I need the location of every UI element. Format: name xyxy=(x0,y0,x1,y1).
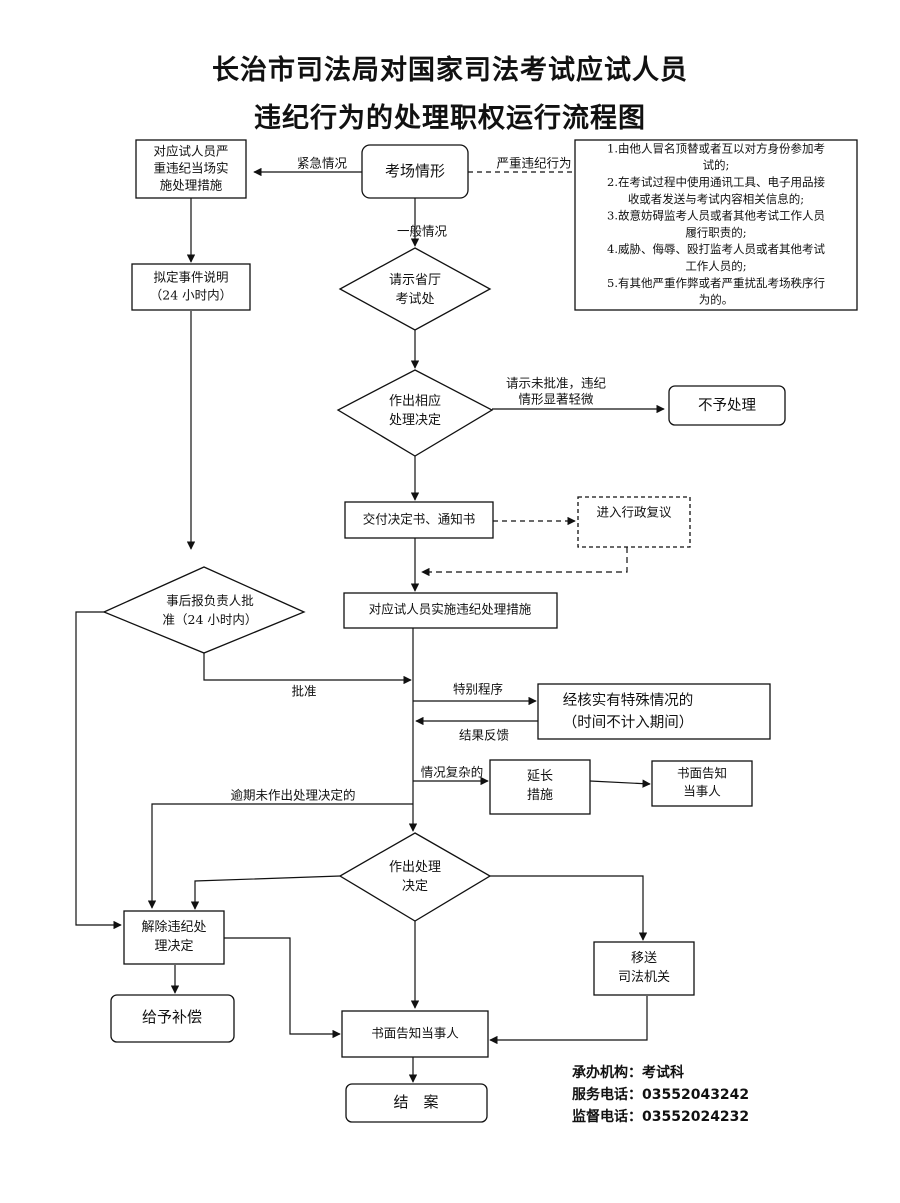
request-province-diamond xyxy=(338,247,492,331)
request-province-text-line-2: 考试处 xyxy=(395,292,434,307)
transfer-judicial-text-line-1: 移送 xyxy=(631,951,657,966)
emergency-measures-box xyxy=(135,139,247,199)
edge-decision-to-lift xyxy=(190,875,341,910)
serious-list-text-line-8: 工作人员的; xyxy=(685,259,746,273)
notify-party-written2-text-line-1: 书面告知当事人 xyxy=(371,1026,459,1041)
node-shapes xyxy=(102,139,858,1123)
admin-review-text-line-1: 进入行政复议 xyxy=(596,505,672,520)
edge-overdue-label-line-1: 逾期未作出处理决定的 xyxy=(230,788,355,803)
draft-explanation-text-line-2: （24 小时内） xyxy=(150,288,232,303)
request-province-text-line-1: 请示省厅 xyxy=(389,273,441,288)
close-case-text-line-1: 结 案 xyxy=(393,1093,438,1111)
extend-measures-text-line-2: 措施 xyxy=(527,788,553,803)
edge-special-label-line-1: 特别程序 xyxy=(453,682,503,697)
final-decision-text-line-2: 决定 xyxy=(402,879,428,894)
final-decision-diamond xyxy=(338,832,492,922)
edge-approved xyxy=(203,653,412,685)
extend-measures-text-line-1: 延长 xyxy=(527,769,553,784)
edge-approval-to-lift xyxy=(75,611,122,930)
edge-not-approved-label-line-1: 请示未批准，违纪 xyxy=(506,376,607,391)
final-decision-text-line-1: 作出处理 xyxy=(389,860,441,875)
serious-list-text-line-3: 2.在考试过程中使用通讯工具、电子用品接 xyxy=(607,175,825,189)
lift-discipline-box xyxy=(123,910,225,965)
edge-decision-to-transfer xyxy=(490,875,648,941)
edge-serious-label-line-1: 严重违纪行为 xyxy=(496,156,571,171)
footer-org: 承办机构：考试科 xyxy=(572,1065,684,1081)
serious-list-text-line-9: 5.有其他严重作弊或者严重扰乱考场秩序行 xyxy=(607,276,825,290)
compensation-text-line-1: 给予补偿 xyxy=(142,1008,202,1026)
lift-discipline-text-line-1: 解除违纪处 xyxy=(141,920,206,935)
title-line-1: 长治市司法局对国家司法考试应试人员 xyxy=(212,55,688,86)
emergency-measures-text-line-2: 重违纪当场实 xyxy=(153,161,228,176)
draft-explanation-box xyxy=(131,263,251,311)
footer-service-phone: 服务电话：03552043242 xyxy=(572,1087,750,1103)
approval-after-text-line-1: 事后报负责人批 xyxy=(166,593,254,608)
emergency-measures-text-line-1: 对应试人员严 xyxy=(153,144,228,159)
deliver-notice-text-line-1: 交付决定书、通知书 xyxy=(363,512,476,527)
implement-measures-text-line-1: 对应试人员实施违纪处理措施 xyxy=(369,602,532,617)
notify-party-written1-text-line-1: 书面告知 xyxy=(677,766,727,781)
emergency-measures-text-line-3: 施处理措施 xyxy=(160,178,223,193)
serious-list-text-line-2: 试的; xyxy=(703,158,730,172)
edge-review-back xyxy=(421,547,628,577)
special-verified-text-line-2: （时间不计入期间） xyxy=(563,714,694,731)
edge-not-approved-label-line-2: 情形显著轻微 xyxy=(518,392,594,407)
extend-measures-box xyxy=(489,759,591,815)
deliver-notice-box xyxy=(344,501,494,539)
edges xyxy=(75,167,665,1083)
edge-transfer-to-notify xyxy=(489,996,648,1045)
serious-list-text-line-1: 1.由他人冒名顶替或者互以对方身份参加考 xyxy=(607,141,825,155)
exam-situation-text-line-1: 考场情形 xyxy=(385,162,445,180)
transfer-judicial-text-line-2: 司法机关 xyxy=(618,970,670,985)
no-action-text-line-1: 不予处理 xyxy=(698,397,756,414)
serious-list-text-line-4: 收或者发送与考试内容相关信息的; xyxy=(628,192,804,206)
serious-list-text-line-10: 为的。 xyxy=(699,293,734,307)
serious-list-text-line-6: 履行职责的; xyxy=(685,225,746,239)
approval-after-text-line-2: 准（24 小时内） xyxy=(163,612,258,627)
close-case-box xyxy=(345,1083,488,1123)
make-decision-diamond xyxy=(336,369,494,457)
compensation-box xyxy=(110,994,235,1043)
edge-extend-to-notify xyxy=(589,779,651,788)
edge-overdue xyxy=(147,803,413,909)
draft-explanation-text-line-1: 拟定事件说明 xyxy=(153,270,228,285)
exam-situation-box xyxy=(361,144,469,199)
notify-party-written1-text-line-2: 当事人 xyxy=(683,784,721,799)
special-verified-box xyxy=(537,683,771,740)
serious-list-box xyxy=(574,139,858,311)
lift-discipline-text-line-2: 理决定 xyxy=(154,939,193,954)
edge-lift-to-notify xyxy=(224,937,341,1039)
notify-party-written1-box xyxy=(651,760,753,807)
serious-list-text-line-7: 4.威胁、侮辱、殴打监考人员或者其他考试 xyxy=(607,242,825,256)
approval-after-diamond xyxy=(102,566,306,654)
edge-emergency-label-line-1: 紧急情况 xyxy=(297,156,348,171)
footer-supervise-phone: 监督电话：03552024232 xyxy=(572,1109,750,1125)
notify-party-written2-box xyxy=(341,1010,489,1058)
no-action-box xyxy=(668,385,786,426)
admin-review-box xyxy=(577,496,691,548)
implement-measures-box xyxy=(343,592,558,629)
make-decision-text-line-1: 作出相应 xyxy=(389,393,441,409)
edge-complex-label-line-1: 情况复杂的 xyxy=(421,765,484,780)
serious-list-text-line-5: 3.故意妨碍监考人员或者其他考试工作人员 xyxy=(607,209,825,223)
transfer-judicial-box xyxy=(593,941,695,996)
special-verified-text-line-1: 经核实有特殊情况的 xyxy=(563,692,694,709)
edge-approved-label-line-1: 批准 xyxy=(291,684,316,699)
edge-feedback-label-line-1: 结果反馈 xyxy=(459,728,509,743)
edge-general-label-line-1: 一般情况 xyxy=(397,224,448,239)
make-decision-text-line-2: 处理决定 xyxy=(389,413,441,428)
title-line-2: 违纪行为的处理职权运行流程图 xyxy=(254,103,646,134)
